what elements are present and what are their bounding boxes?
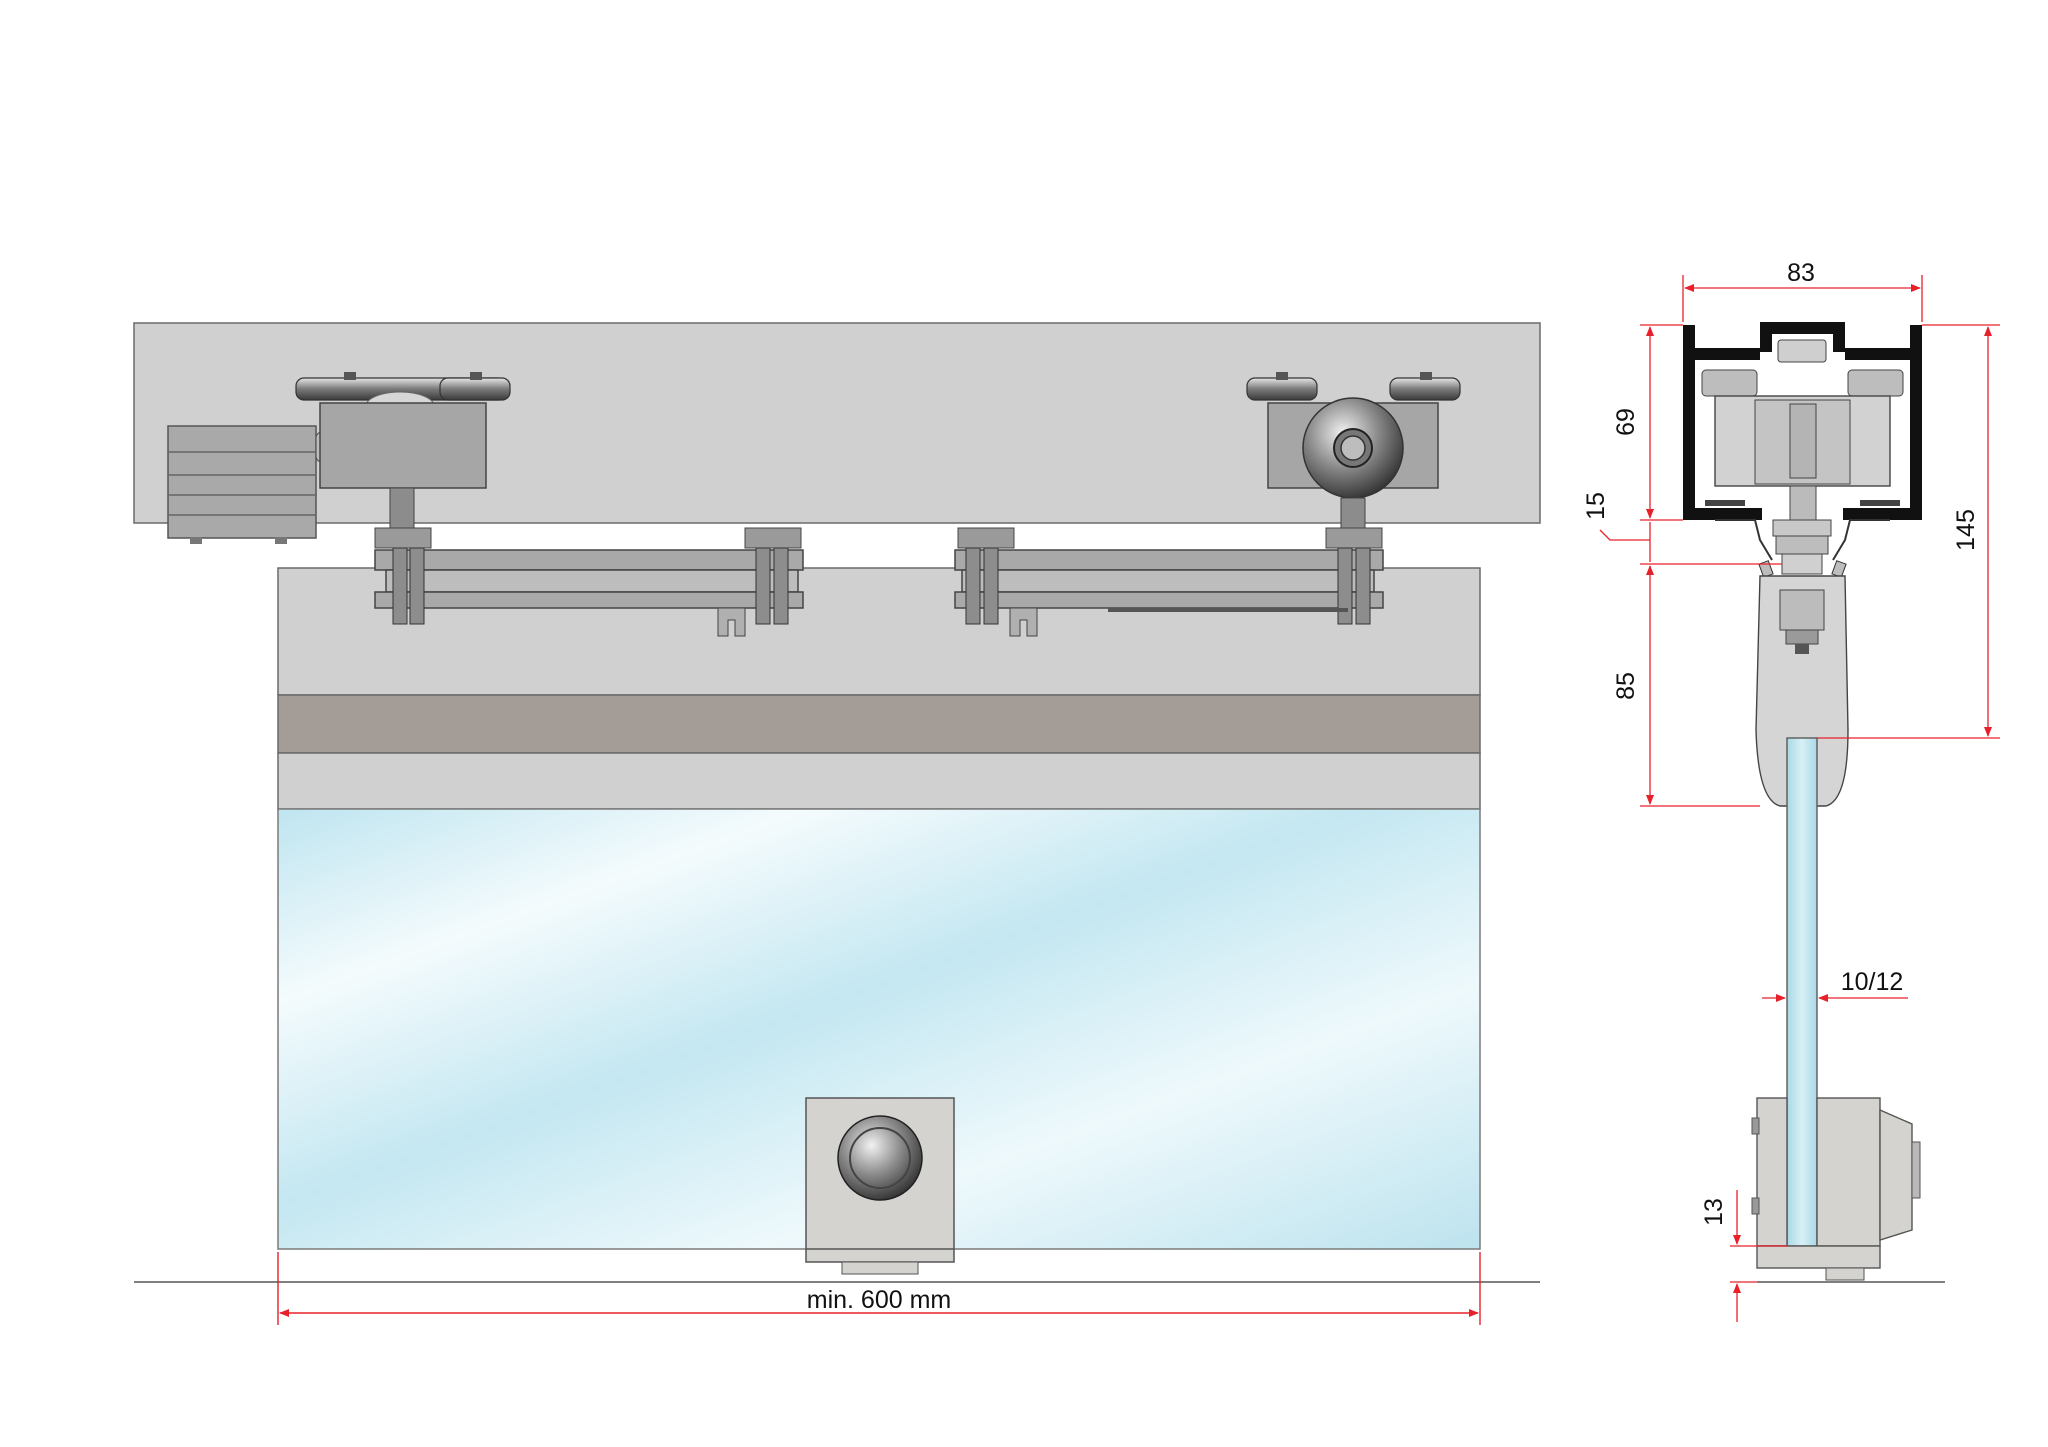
- dim-10-12-label: 10/12: [1841, 968, 1904, 996]
- dim-145-label: 145: [1952, 509, 1980, 551]
- dim-69: 69: [1612, 324, 1683, 521]
- right-hanger-bracket: [954, 527, 1384, 637]
- dim-69-label: 69: [1612, 408, 1640, 436]
- right-roller-carriage: [1246, 372, 1461, 529]
- door-dark-band: [277, 694, 1481, 754]
- section-hanger: [1715, 519, 1890, 807]
- left-roller-carriage: [295, 372, 511, 529]
- width-dimension: min. 600 mm: [277, 1252, 1481, 1325]
- section-glass: [1786, 737, 1818, 1247]
- dim-83: 83: [1682, 259, 1923, 322]
- front-view: min. 600 mm: [133, 322, 1541, 1325]
- dim-15: 15: [1582, 492, 1782, 565]
- section-floor-guide: [1751, 1097, 1921, 1281]
- dim-10-12: 10/12: [1762, 968, 1908, 1002]
- door-clamp-profile: [277, 752, 1481, 810]
- dim-13: 13: [1700, 1190, 1787, 1322]
- dim-83-label: 83: [1787, 259, 1815, 287]
- width-label: min. 600 mm: [807, 1286, 951, 1314]
- floor-guide: [805, 1097, 955, 1275]
- dim-145: 145: [1817, 324, 2000, 739]
- dim-15-label: 15: [1582, 492, 1610, 520]
- dim-13-label: 13: [1700, 1198, 1728, 1226]
- section-view: 83 69 15 85 145 10/12: [1582, 259, 2000, 1322]
- dim-85: 85: [1612, 565, 1760, 807]
- left-hanger-bracket: [374, 527, 804, 637]
- dim-85-label: 85: [1612, 672, 1640, 700]
- end-stop-block: [167, 425, 331, 544]
